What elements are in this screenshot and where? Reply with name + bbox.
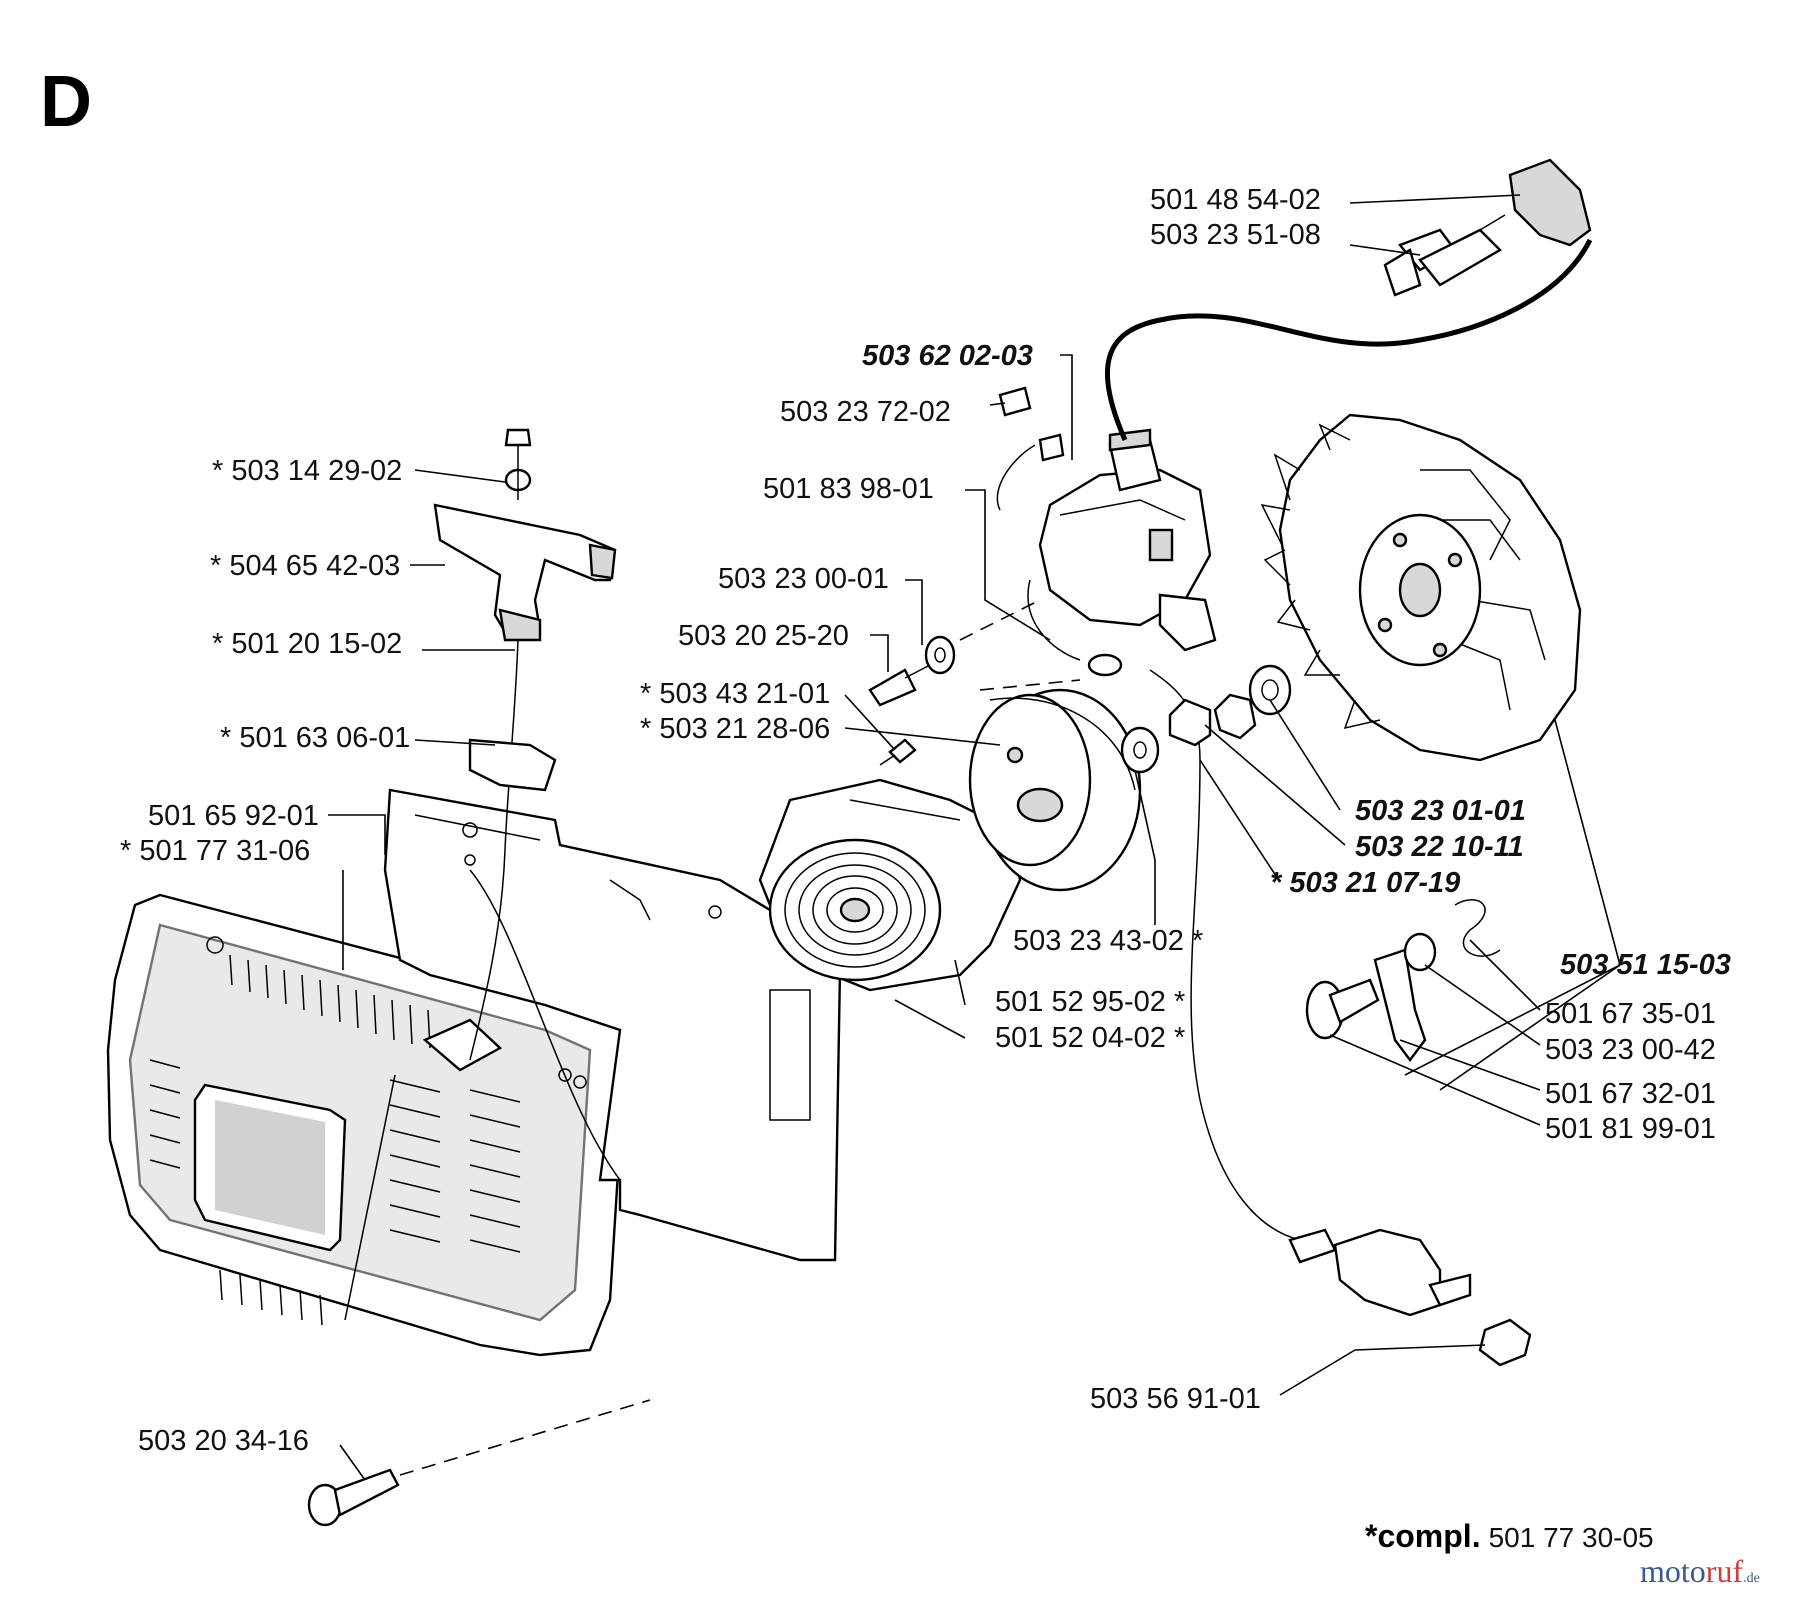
watermark-brand-b: ruf [1705, 1553, 1744, 1589]
leader-lines [328, 194, 1621, 1481]
label-ground-wire: 501 83 98-01 [763, 473, 934, 505]
starter-rope [469, 639, 519, 1061]
label-stop-switch: 503 56 91-01 [1090, 1383, 1261, 1415]
pulley-screw [879, 738, 917, 766]
label-washer-b: * 503 21 07-19 [1270, 867, 1461, 899]
spark-plug-cap [1508, 158, 1592, 247]
label-pawl: 501 67 32-01 [1545, 1078, 1716, 1110]
ground-wire [996, 444, 1036, 511]
watermark-brand-a: moto [1640, 1553, 1706, 1589]
watermark-tld: .de [1743, 1571, 1760, 1586]
label-screw-a: 503 20 25-20 [678, 620, 849, 652]
small-hardware [868, 635, 1292, 774]
label-flywheel-washer: 503 23 01-01 [1355, 795, 1526, 827]
recoil-spring-housing [758, 778, 1022, 992]
flywheel [1260, 413, 1582, 762]
label-spark-plug: 503 23 51-08 [1150, 219, 1321, 251]
label-pawl-spring: 501 67 35-01 [1545, 998, 1716, 1030]
label-handle: * 504 65 42-03 [210, 550, 401, 582]
compl-key: *compl. [1365, 1518, 1481, 1554]
label-rope-guide: * 501 63 06-01 [220, 722, 411, 754]
ignition-module [1038, 428, 1217, 652]
label-recoil-spring: 501 52 04-02 * [995, 1022, 1186, 1054]
label-pulley: * 503 21 28-06 [640, 713, 831, 745]
label-spark-cap: 501 48 54-02 [1150, 184, 1321, 216]
ignition-terminal [998, 386, 1065, 462]
label-handle-nut: * 503 14 29-02 [212, 455, 403, 487]
ht-lead [1104, 238, 1593, 442]
label-starter-cover: * 501 77 31-06 [120, 835, 311, 867]
label-pulley-screw: * 503 43 21-01 [640, 678, 831, 710]
flywheel-fins [1260, 423, 1546, 730]
label-washer-c: 503 23 43-02 * [1013, 925, 1204, 957]
complete-assembly-note: *compl.501 77 30-05 [1365, 1518, 1654, 1555]
label-flywheel-nut: 503 22 10-11 [1355, 831, 1524, 863]
compl-number: 501 77 30-05 [1488, 1522, 1654, 1553]
label-gasket: 501 65 92-01 [148, 800, 319, 832]
starter-cover [106, 893, 627, 1357]
label-washer-a: 503 23 00-01 [718, 563, 889, 595]
spark-plug [1383, 214, 1506, 297]
starter-handle [433, 428, 617, 642]
stop-switch [1288, 1228, 1532, 1367]
label-ignition-module: 503 62 02-03 [862, 340, 1033, 372]
label-pawl-kit: 503 51 15-03 [1560, 949, 1731, 981]
site-watermark: motoruf.de [1640, 1553, 1760, 1590]
label-pawl-bolt: 501 81 99-01 [1545, 1113, 1716, 1145]
starter-pulley [968, 688, 1142, 892]
label-cover-screw: 503 20 34-16 [138, 1425, 309, 1457]
pawl-assembly [1305, 899, 1501, 1062]
label-pawl-washer: 503 23 00-42 [1545, 1034, 1716, 1066]
section-letter: D [40, 62, 92, 142]
rope-guide [468, 738, 557, 792]
label-spring-housing: 501 52 95-02 * [995, 986, 1186, 1018]
gasket-plate [383, 788, 842, 1262]
cover-screw [307, 1468, 400, 1527]
label-terminal: 503 23 72-02 [780, 396, 951, 428]
label-rope: * 501 20 15-02 [212, 628, 403, 660]
